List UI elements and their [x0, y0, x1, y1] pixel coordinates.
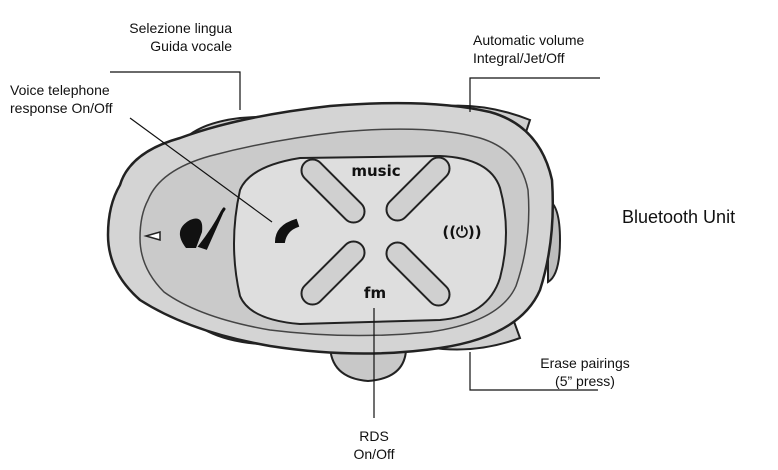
label-voice-line2: response On/Off [10, 100, 113, 116]
logo-icon [179, 207, 226, 250]
leader-erase [469, 352, 598, 391]
label-volume: Automatic volume Integral/Jet/Off [473, 31, 584, 67]
button-up-right[interactable] [382, 153, 454, 225]
label-rds: RDS On/Off [334, 427, 414, 463]
leader-voice [129, 117, 273, 223]
label-language: Selezione lingua Guida vocale [90, 19, 232, 55]
music-button-label[interactable]: music [351, 162, 400, 180]
leader-language [110, 71, 241, 110]
label-volume-line2: Integral/Jet/Off [473, 50, 565, 66]
power-icon[interactable]: ((⏻)) [442, 223, 481, 241]
label-rds-line2: On/Off [353, 446, 395, 462]
label-rds-line1: RDS [359, 428, 389, 444]
leader-volume [469, 77, 600, 112]
mic-notch [143, 231, 161, 241]
button-up-left[interactable] [297, 155, 369, 227]
label-voice: Voice telephone response On/Off [10, 81, 112, 117]
label-language-line2: Guida vocale [150, 38, 232, 54]
fm-button-label[interactable]: fm [364, 284, 386, 302]
label-erase-line1: Erase pairings [540, 355, 630, 371]
button-down-right[interactable] [382, 238, 454, 310]
phone-icon[interactable] [274, 218, 300, 243]
label-language-line1: Selezione lingua [129, 20, 232, 36]
label-unit: Bluetooth Unit [622, 207, 736, 227]
label-volume-line1: Automatic volume [473, 32, 585, 48]
button-down-left[interactable] [297, 237, 369, 309]
label-voice-line1: Voice telephone [10, 82, 110, 98]
label-erase-line2: (5” press) [555, 373, 615, 389]
label-erase: Erase pairings (5” press) [530, 354, 640, 390]
